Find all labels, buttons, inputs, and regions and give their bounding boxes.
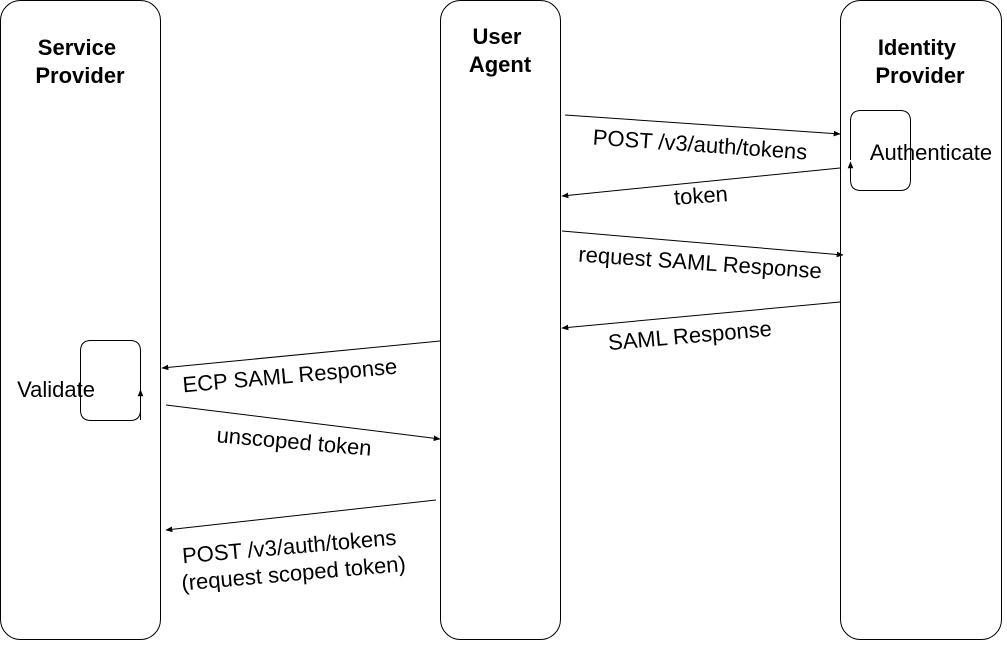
authenticate-loop (847, 110, 911, 191)
message-label: ECP SAML Response (182, 354, 399, 398)
message-ecp-saml: ECP SAML Response (161, 340, 441, 398)
message-arrow (561, 167, 841, 199)
lane-user-agent-title: User Agent (469, 24, 532, 77)
message-post-tokens: POST /v3/auth/tokens (564, 114, 841, 165)
validate-label: Validate (17, 377, 95, 402)
lane-service-provider-title: Service Provider (35, 35, 125, 88)
lane-identity-provider: Identity Provider (840, 0, 1002, 640)
message-token: token (561, 167, 841, 210)
lane-user-agent-box (440, 0, 561, 640)
lane-title-line: Provider (875, 63, 965, 88)
message-arrow (165, 499, 437, 533)
lane-service-provider-box (0, 0, 161, 640)
message-post-scoped: POST /v3/auth/tokens (request scoped tok… (165, 499, 437, 596)
lane-title-line: Service (38, 35, 116, 60)
authenticate-label: Authenticate (870, 140, 992, 165)
lane-service-provider: Service Provider (0, 0, 161, 640)
message-unscoped-token: unscoped token (165, 404, 441, 461)
lane-user-agent: User Agent (440, 0, 561, 640)
message-label: POST /v3/auth/tokens (592, 125, 808, 165)
lane-title-line: Provider (35, 63, 125, 88)
lane-title-line: User (472, 24, 521, 49)
message-arrow (161, 340, 441, 371)
message-request-saml: request SAML Response (561, 230, 844, 284)
step-validate: Validate (17, 340, 144, 421)
message-arrow (561, 230, 844, 258)
lane-identity-provider-title: Identity Provider (875, 35, 965, 88)
lane-title-line: Identity (878, 35, 957, 60)
lane-title-line: Agent (469, 52, 532, 77)
message-arrow (564, 114, 841, 137)
lane-identity-provider-box (840, 0, 1002, 640)
message-saml-response: SAML Response (561, 301, 841, 355)
validate-loop (80, 340, 141, 421)
message-label: request SAML Response (578, 242, 823, 284)
message-arrow (561, 301, 841, 331)
message-label: token (673, 181, 728, 210)
message-arrow (165, 404, 441, 442)
step-authenticate: Authenticate (847, 110, 992, 191)
